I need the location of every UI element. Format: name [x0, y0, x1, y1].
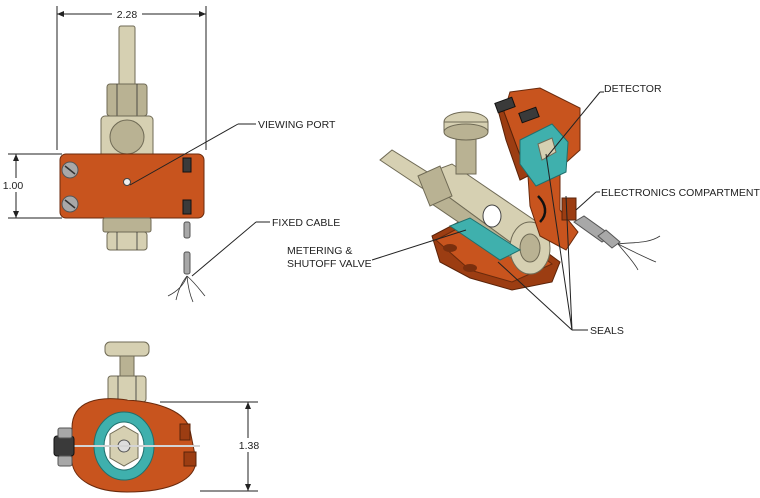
callout-metering-line1: METERING &: [287, 245, 352, 257]
viewing-port: [123, 178, 131, 186]
dimension-height-side: 1.38: [239, 440, 260, 452]
dimension-height-front: 1.00: [3, 180, 24, 192]
callout-viewing-port: VIEWING PORT: [258, 119, 336, 131]
hex-nut: [106, 83, 148, 117]
callout-detector: DETECTOR: [604, 83, 662, 95]
side-view: 1.38: [53, 341, 264, 493]
dimension-width: 2.28: [117, 9, 138, 21]
knob: [104, 341, 150, 357]
callout-seals: SEALS: [590, 325, 624, 337]
valve-stem: [118, 25, 136, 87]
front-view: 2.28 1.00: [1, 6, 340, 303]
callout-metering-line2: SHUTOFF VALVE: [287, 258, 372, 270]
body-block: [59, 153, 205, 219]
callout-electronics-compartment: ELECTRONICS COMPARTMENT: [601, 187, 760, 199]
callout-fixed-cable: FIXED CABLE: [272, 217, 340, 229]
isometric-view: DETECTOR ELECTRONICS COMPARTMENT METERIN…: [287, 83, 760, 337]
